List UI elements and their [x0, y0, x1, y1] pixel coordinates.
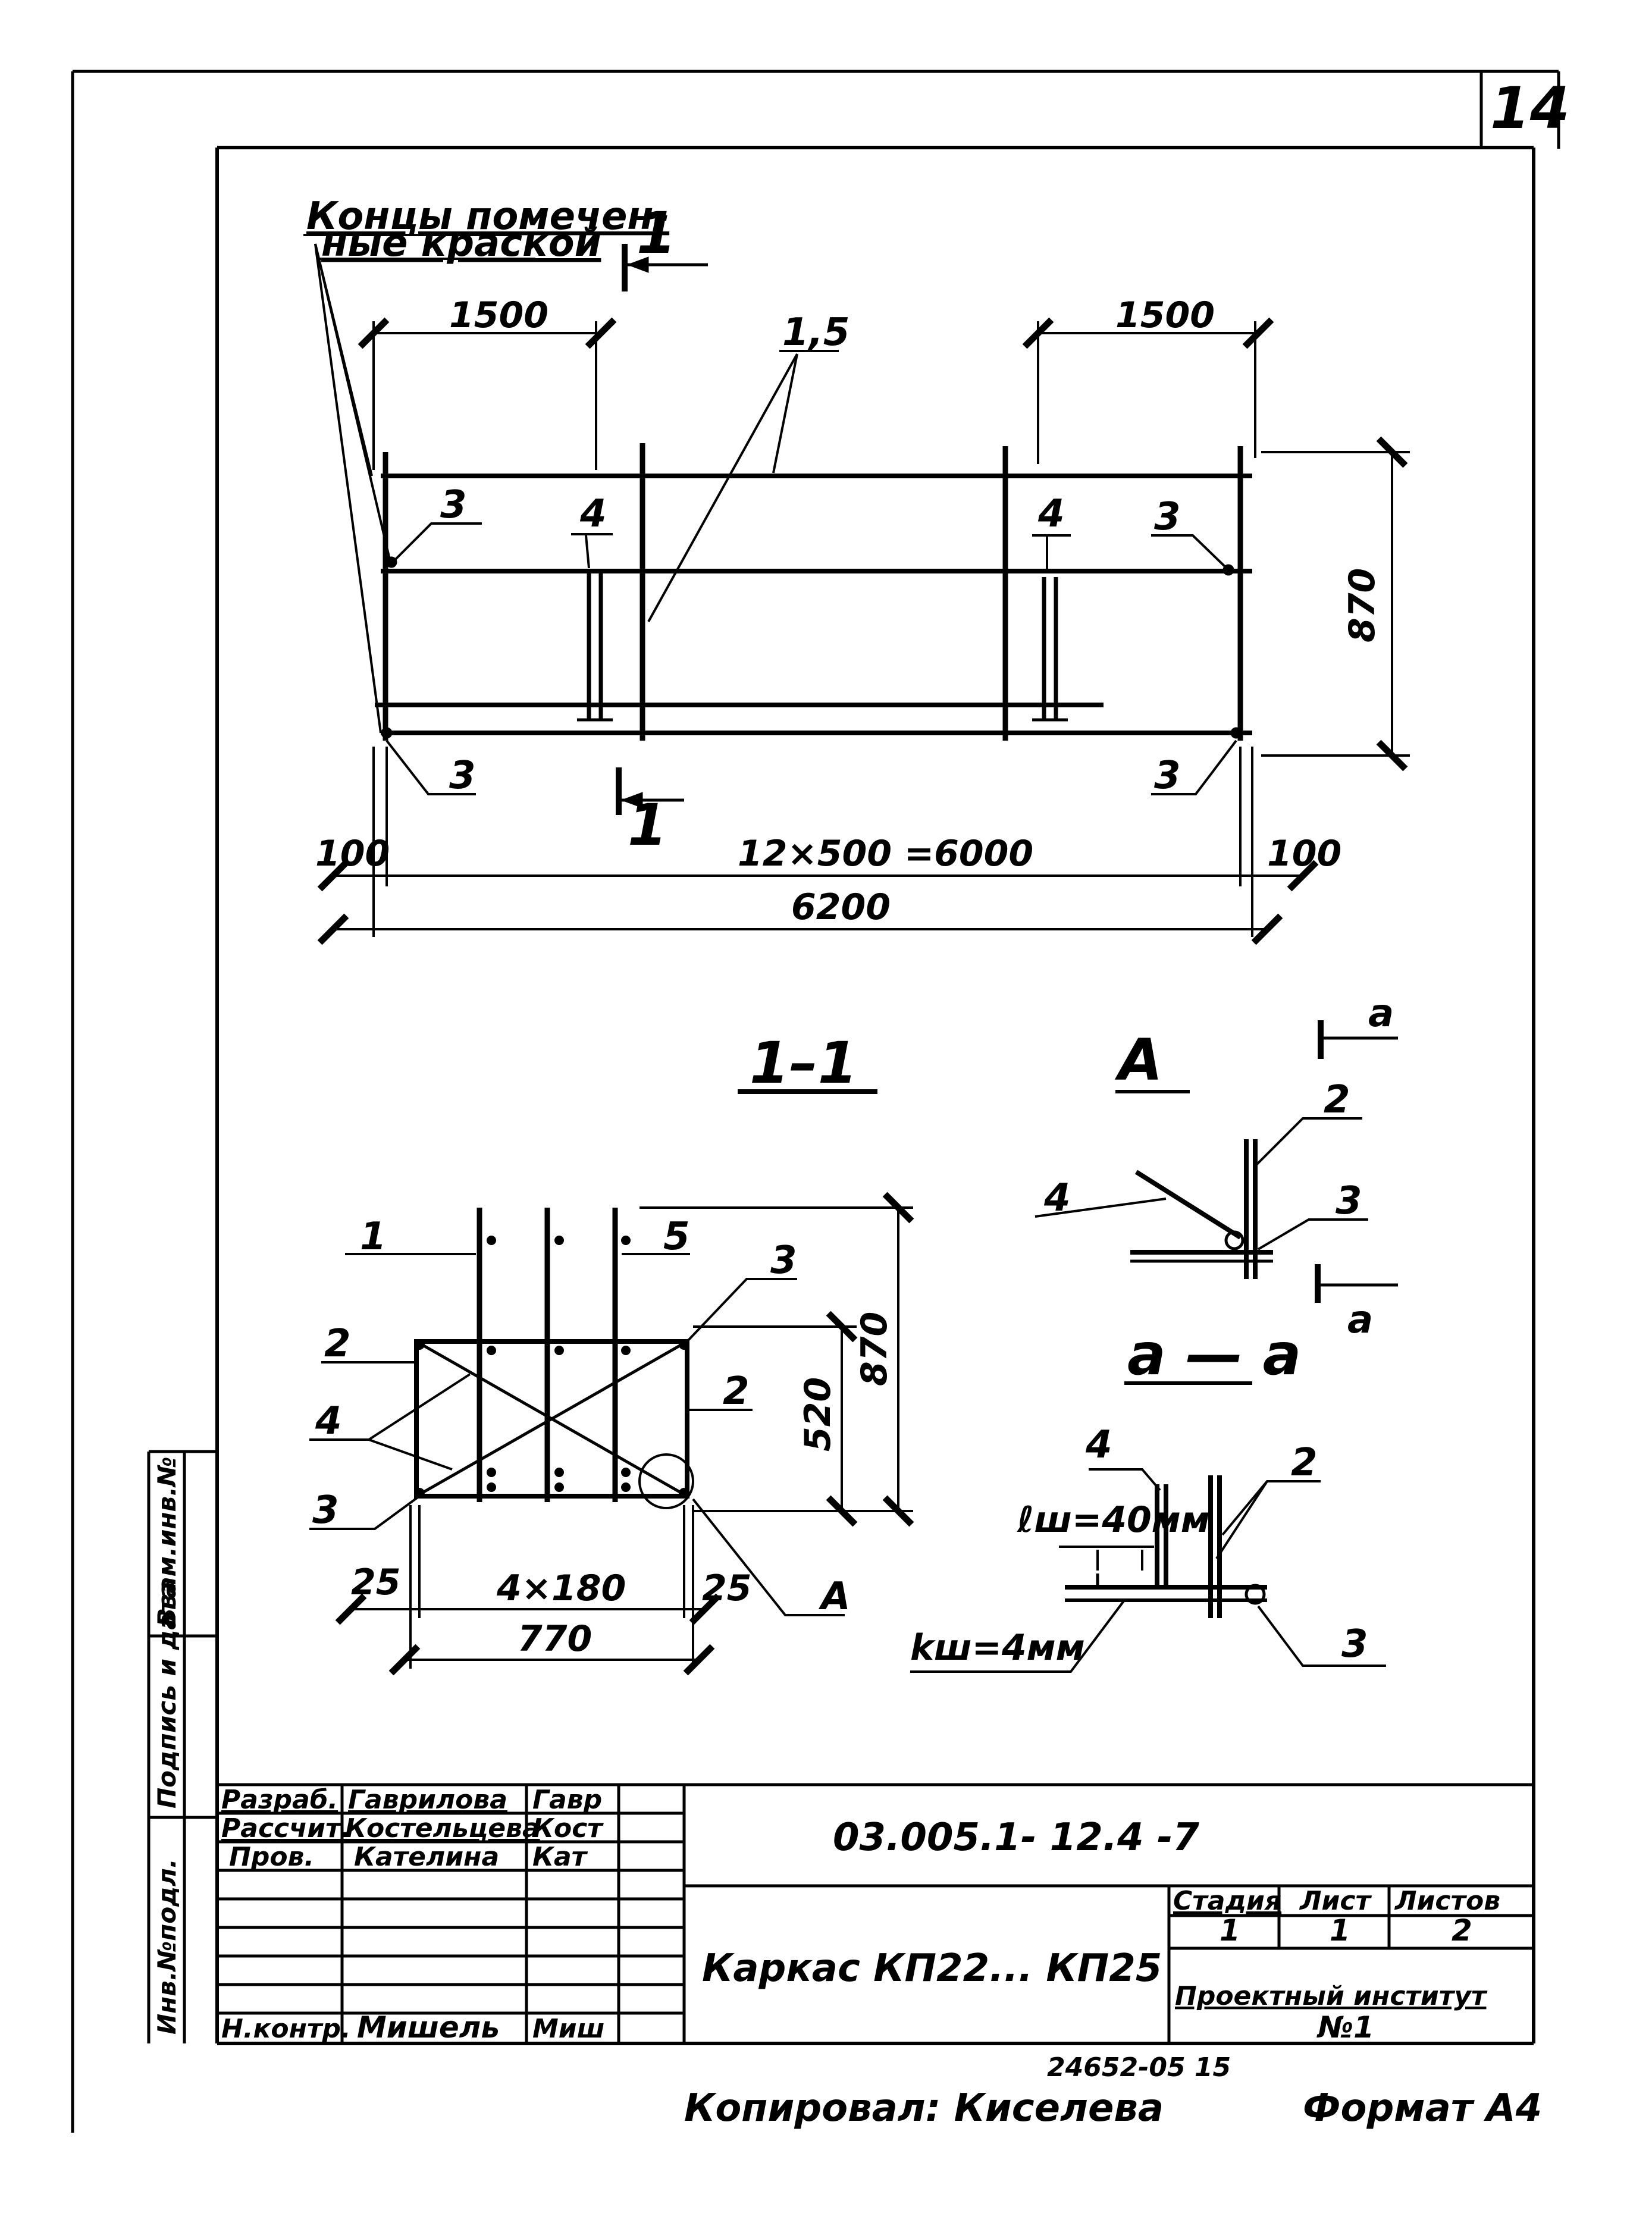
side-stamp — [147, 1450, 217, 2043]
dim-1-1-870: 870 — [854, 1312, 895, 1386]
lbl-1-1-rod-5: 5 — [663, 1215, 690, 1259]
section-1-1-dots — [414, 1236, 689, 1499]
footer: Копировал: Киселева 24652-05 15 Формат А… — [684, 2052, 1542, 2130]
dim-right-span: 1500 — [1115, 294, 1215, 336]
section-mark-1 — [616, 244, 708, 815]
callout-4-left: 4 — [579, 492, 607, 536]
dim-1-1-25-right: 25 — [702, 1568, 752, 1609]
dim-1-1-770: 770 — [518, 1618, 592, 1660]
side-stamp-labels: Инв.№подл. Подпись и дата Взам.инв.№ — [152, 1456, 181, 2035]
drawing-frame — [215, 146, 1535, 2045]
dim-end-right: 100 — [1267, 833, 1341, 874]
dim-left-span: 1500 — [449, 294, 548, 336]
sheets-value: 2 — [1452, 1913, 1472, 1948]
role-norm-control: Н.контр. — [221, 2014, 351, 2044]
copied-by: Копировал: Киселева — [684, 2086, 1164, 2130]
document-code: 03.005.1- 12.4 -7 — [833, 1816, 1199, 1860]
dim-total: 6200 — [791, 886, 891, 928]
section-a-a — [1059, 1381, 1267, 1618]
detail-a-lbl-4: 4 — [1043, 1176, 1071, 1220]
section-a-a-title: a — a — [1127, 1321, 1301, 1388]
inventory-number: 24652-05 15 — [1047, 2052, 1231, 2083]
sheets-header: Листов — [1394, 1886, 1500, 1916]
section-1-1-labels: 1–1 1 5 3 2 2 4 3 A 520 870 25 4×180 25 … — [312, 1030, 895, 1660]
section-mark-bottom-label: 1 — [628, 792, 667, 858]
section-a-a-lbl-2: 2 — [1291, 1441, 1318, 1485]
section-1-1-title: 1–1 — [750, 1030, 858, 1096]
detail-a-cut-top: a — [1368, 992, 1394, 1036]
name-calculated: Костельцева — [345, 1813, 540, 1844]
callout-3-top-left: 3 — [440, 483, 467, 527]
section-a-a-weld-length: ℓш=40мм — [1017, 1499, 1210, 1541]
plan-leaders — [303, 234, 1237, 795]
dim-spacing: 12×500 =6000 — [738, 833, 1033, 874]
stage-value: 1 — [1220, 1913, 1240, 1948]
lbl-1-1-rod-2-right: 2 — [723, 1369, 750, 1413]
outer-frame — [71, 70, 1560, 2133]
signature-calculated: Кост — [532, 1813, 604, 1844]
signature-norm-control: Миш — [532, 2014, 604, 2044]
callout-3-bottom-left: 3 — [449, 754, 476, 798]
plan-labels: Концы помечен- ные краской 1 1 1500 1500… — [306, 195, 1383, 928]
section-a-a-leaders — [910, 1468, 1386, 1673]
section-a-a-labels: a — a 4 2 ℓш=40мм kш=4мм 3 — [910, 1321, 1368, 1669]
role-calculated: Рассчит. — [221, 1813, 350, 1844]
plan-view — [375, 443, 1252, 741]
side-stamp-sign-date: Подпись и дата — [152, 1582, 181, 1808]
callout-3-top-right: 3 — [1154, 495, 1181, 539]
leader-1-5-label: 1,5 — [782, 311, 849, 355]
side-stamp-replaced: Взам.инв.№ — [152, 1456, 181, 1627]
detail-a-title: A — [1114, 1027, 1162, 1093]
plan-dimensions — [317, 317, 1410, 945]
detail-a — [1115, 1020, 1398, 1303]
lbl-1-1-detail-A: A — [818, 1575, 851, 1619]
detail-a-cut-bottom: a — [1347, 1298, 1373, 1342]
detail-a-labels: A a a 2 4 3 — [1043, 992, 1394, 1342]
marked-ends-note-line2: ные краской — [321, 221, 601, 265]
org-line2: №1 — [1316, 2010, 1374, 2045]
lbl-1-1-rod-2-left: 2 — [324, 1322, 351, 1366]
detail-a-leaders — [1035, 1117, 1368, 1250]
name-checked: Кателина — [354, 1842, 499, 1872]
title-block — [217, 1783, 1534, 2043]
drawing-name: Каркас КП22... КП25 — [702, 1946, 1162, 1991]
dim-1-1-25-left: 25 — [351, 1562, 401, 1603]
org-line1: Проектный институт — [1175, 1981, 1488, 2011]
dim-1-1-520: 520 — [797, 1377, 839, 1452]
callout-4-right: 4 — [1037, 492, 1065, 536]
section-a-a-lbl-3: 3 — [1341, 1622, 1368, 1666]
sheet-number: 14 — [1490, 75, 1570, 142]
section-1-1-leaders — [309, 1253, 845, 1616]
name-norm-control: Мишель — [357, 2010, 500, 2045]
detail-a-lbl-3: 3 — [1336, 1179, 1362, 1223]
name-developed: Гаврилова — [348, 1785, 507, 1815]
lbl-1-1-rod-3-top: 3 — [770, 1239, 797, 1283]
signature-developed: Гавр — [532, 1785, 602, 1815]
lbl-1-1-rod-3-bottom: 3 — [312, 1488, 339, 1532]
section-1-1 — [414, 1089, 877, 1509]
stage-header: Стадия — [1173, 1886, 1281, 1916]
section-1-1-dimensions — [335, 1192, 914, 1676]
lbl-1-1-rod-1: 1 — [360, 1215, 387, 1259]
section-a-a-weld-leg: kш=4мм — [910, 1627, 1085, 1669]
title-block-labels: Разраб. Рассчит. Пров. Н.контр. Гаврилов… — [221, 1785, 1500, 2045]
sheet-header: Лист — [1299, 1886, 1372, 1916]
lbl-1-1-rod-4: 4 — [315, 1399, 342, 1443]
dim-end-left: 100 — [315, 833, 390, 874]
dim-height-870: 870 — [1341, 568, 1383, 642]
paper-format: Формат А4 — [1303, 2086, 1542, 2130]
section-a-a-lbl-4: 4 — [1085, 1423, 1112, 1467]
section-mark-top-label: 1 — [637, 200, 676, 267]
dim-1-1-4x180: 4×180 — [496, 1568, 626, 1609]
callout-3-bottom-right: 3 — [1154, 754, 1181, 798]
role-checked: Пров. — [229, 1842, 314, 1872]
signature-checked: Кат — [532, 1842, 588, 1872]
marked-ends-note-line1: Концы помечен- — [306, 195, 669, 239]
side-stamp-inv: Инв.№подл. — [152, 1858, 181, 2035]
detail-a-lbl-2: 2 — [1324, 1078, 1350, 1122]
role-developed: Разраб. — [221, 1785, 338, 1815]
sheet-value: 1 — [1330, 1913, 1350, 1948]
